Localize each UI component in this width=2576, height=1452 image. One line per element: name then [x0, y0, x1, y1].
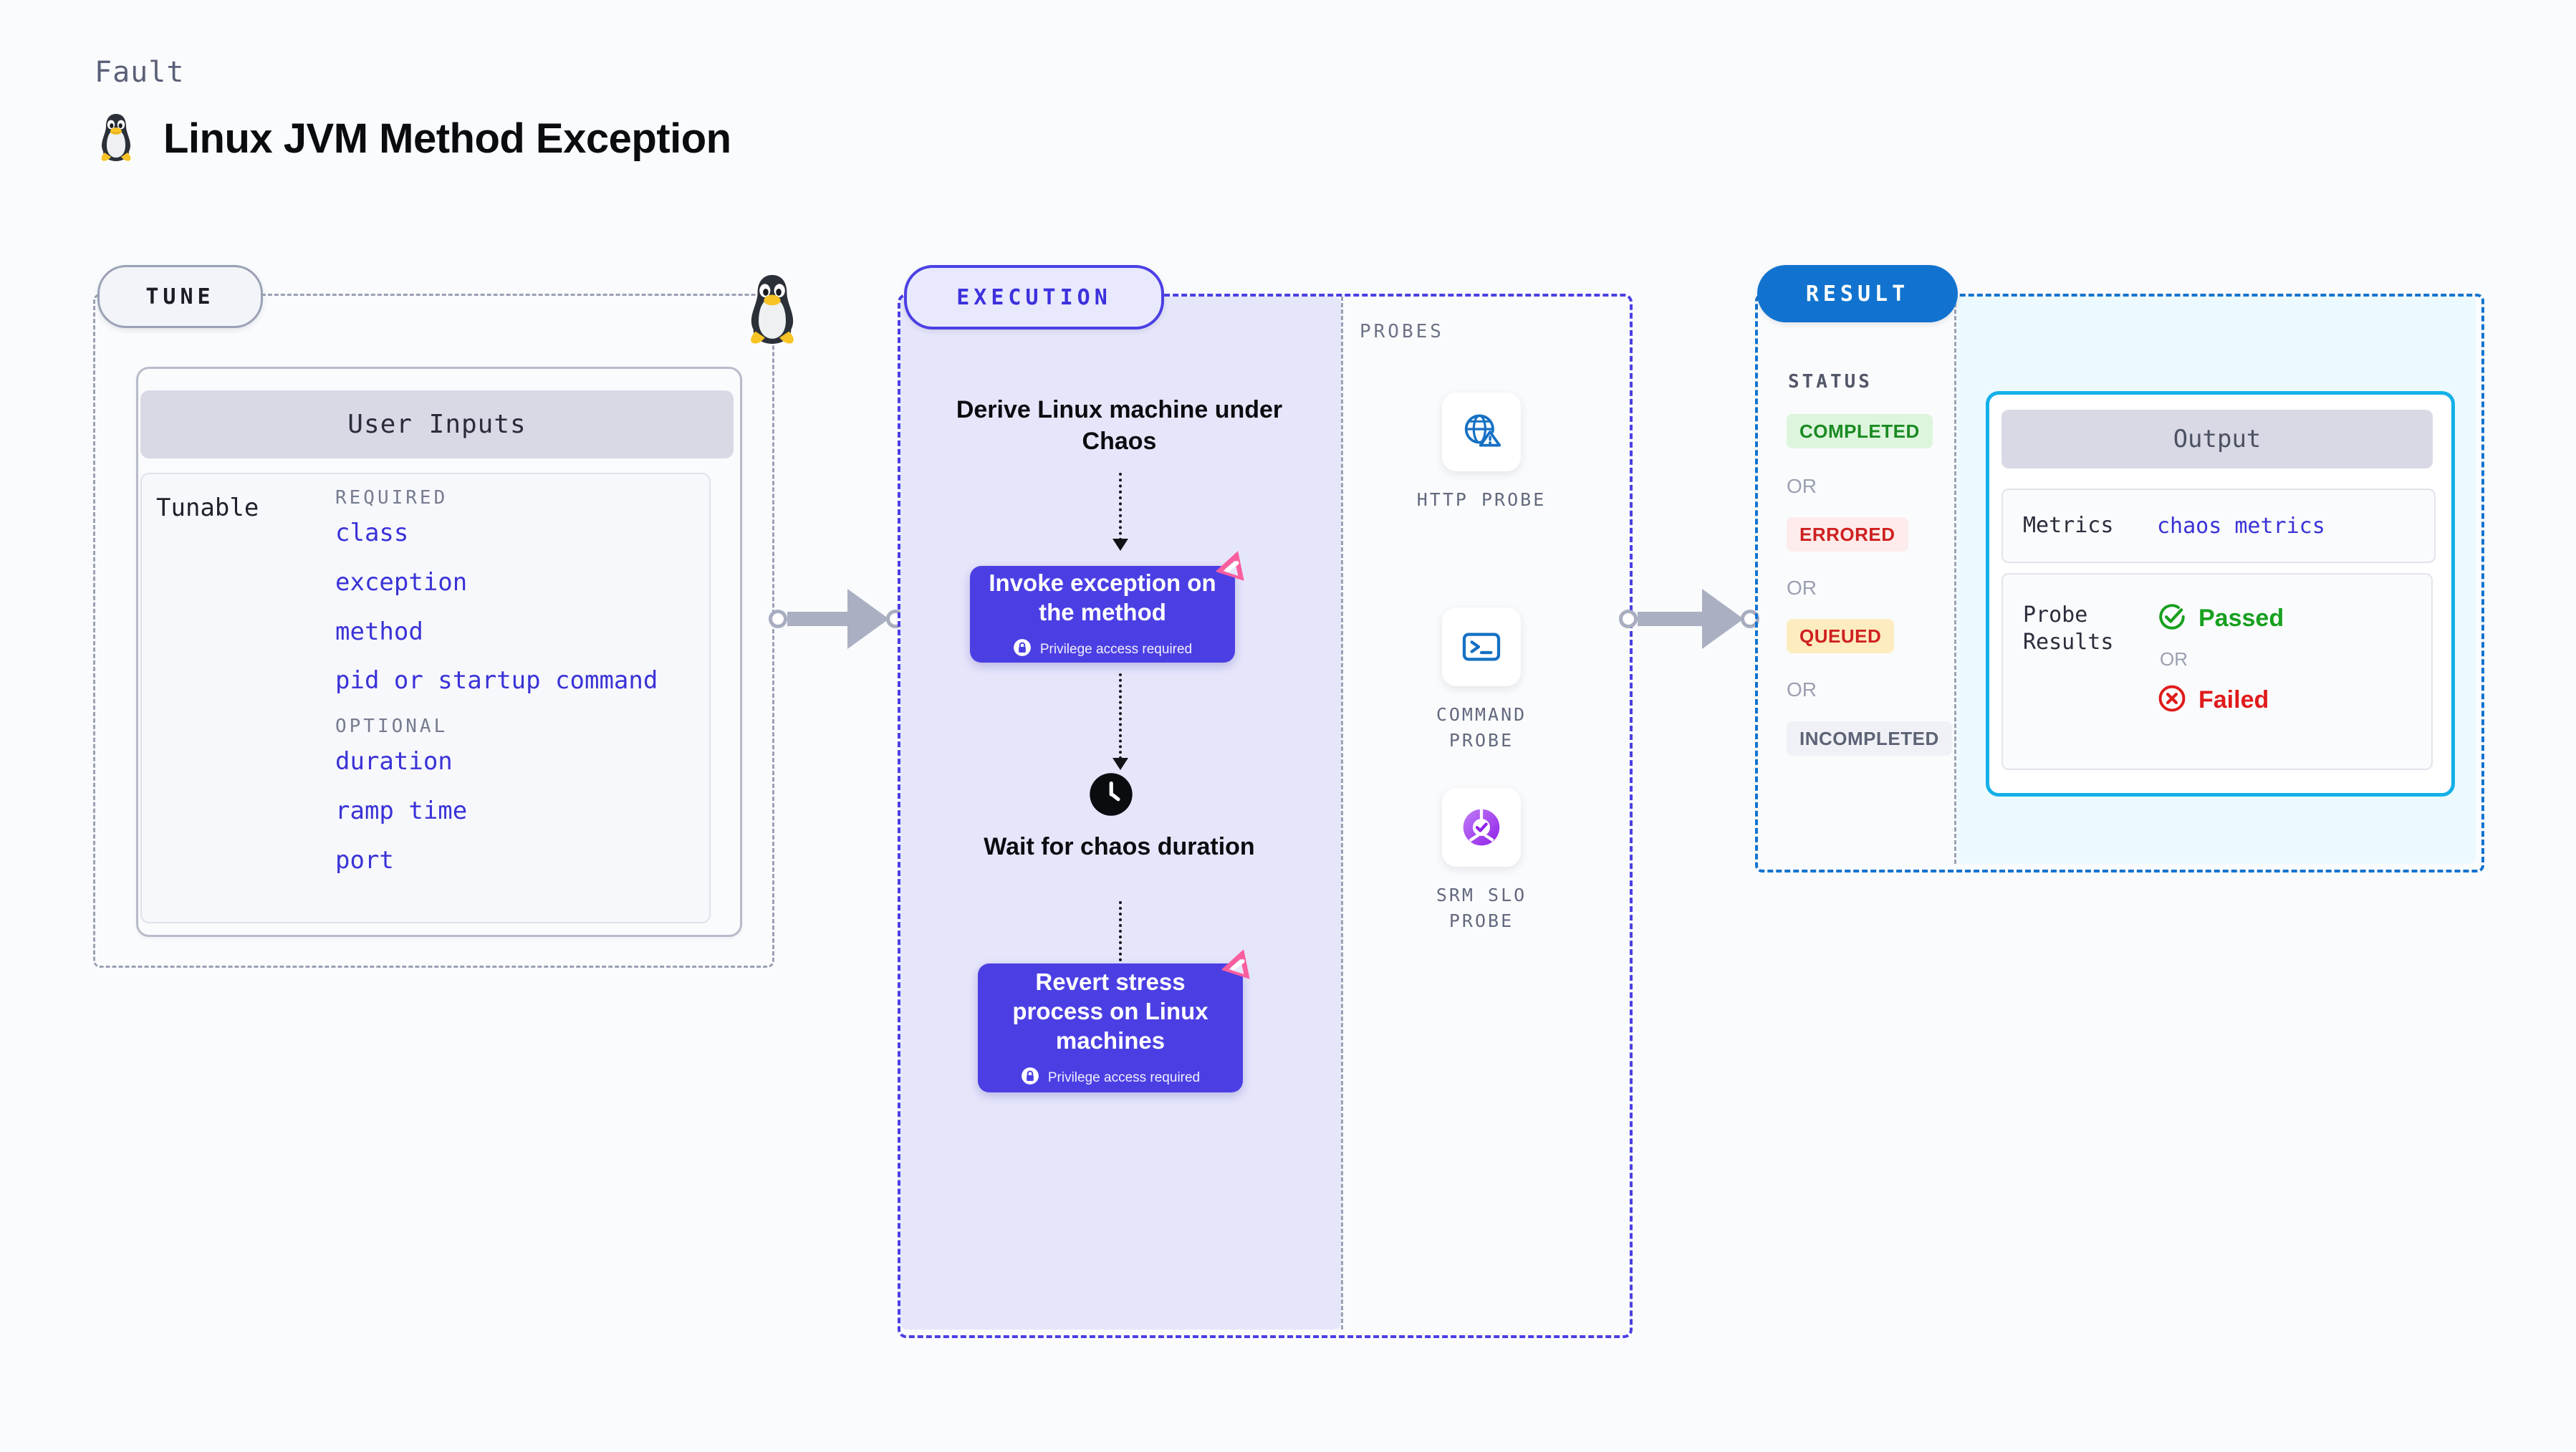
flow-line-1 — [1119, 473, 1122, 541]
metrics-row: Metrics chaos metrics — [2001, 489, 2436, 563]
status-column-divider — [1954, 297, 1956, 864]
verdict-passed: Passed — [2157, 602, 2284, 635]
metrics-key: Metrics — [2023, 513, 2114, 539]
check-circle-icon — [2157, 602, 2187, 635]
page-title: Linux JVM Method Exception — [163, 115, 731, 162]
verdict-failed-label: Failed — [2198, 686, 2269, 713]
probes-column-divider — [1341, 297, 1343, 1330]
x-circle-icon — [2157, 683, 2187, 717]
privilege-note: Privilege access required — [1047, 1069, 1201, 1085]
flow-arrowhead-2 — [1112, 758, 1128, 770]
tunable-box — [140, 473, 711, 923]
status-or-label: OR — [1787, 475, 1817, 497]
tunable-label: Tunable — [156, 494, 259, 522]
tunable-item[interactable]: class — [335, 519, 409, 547]
probe-caption: HTTP PROBE — [1416, 489, 1547, 510]
status-or-label: OR — [1787, 678, 1817, 701]
probe-item-srm-slo[interactable]: SRM SLO PROBE — [1399, 788, 1564, 935]
group-title-optional: OPTIONAL — [335, 716, 448, 738]
lock-icon — [1013, 638, 1032, 660]
tunable-item[interactable]: exception — [335, 567, 468, 597]
tune-region — [93, 294, 774, 968]
probe-caption: SRM SLO PROBE — [1436, 885, 1527, 932]
flow-arrowhead-1 — [1112, 539, 1128, 551]
connector-arrow-execution-to-result — [1619, 589, 1759, 649]
verdict-or-label: OR — [2160, 648, 2188, 670]
probe-verdicts: Passed OR Failed — [2157, 602, 2284, 717]
status-section-label: STATUS — [1788, 371, 1873, 393]
tux-penguin-icon — [95, 111, 138, 166]
page-title-row: Linux JVM Method Exception — [95, 111, 731, 166]
execution-step-title: Revert stress process on Linux machines — [1012, 968, 1208, 1054]
metrics-value-link[interactable]: chaos metrics — [2157, 513, 2325, 539]
execution-stage-badge[interactable]: EXECUTION — [904, 265, 1164, 330]
flow-line-2 — [1119, 673, 1122, 759]
probes-section-label: PROBES — [1360, 321, 1444, 342]
tunable-item[interactable]: duration — [335, 747, 453, 777]
tunable-item[interactable]: ramp time — [335, 796, 468, 825]
connector-arrow-tune-to-execution — [769, 589, 905, 649]
result-stage-badge[interactable]: RESULT — [1757, 265, 1958, 322]
tunable-item[interactable]: pid or startup command — [335, 666, 658, 696]
flow-line-3 — [1119, 901, 1122, 973]
verdict-passed-label: Passed — [2198, 605, 2284, 632]
privilege-row: Privilege access required — [1021, 1067, 1200, 1089]
probe-item-command[interactable]: COMMAND PROBE — [1399, 607, 1564, 754]
tux-penguin-connector-icon — [739, 271, 805, 346]
probe-item-http[interactable]: HTTP PROBE — [1399, 393, 1564, 513]
litmus-chaos-badge-icon — [1212, 546, 1254, 587]
tunable-item[interactable]: method — [335, 617, 423, 646]
privilege-note: Privilege access required — [1039, 641, 1193, 657]
globe-warning-icon — [1442, 393, 1521, 471]
verdict-failed: Failed — [2157, 683, 2284, 717]
slo-donut-check-icon — [1442, 788, 1521, 867]
execution-region — [898, 294, 1633, 1338]
terminal-icon — [1442, 607, 1521, 686]
status-badge-completed: COMPLETED — [1787, 414, 1933, 448]
clock-icon — [1089, 772, 1133, 817]
litmus-chaos-badge-icon — [1218, 944, 1259, 986]
group-title-required: REQUIRED — [335, 487, 448, 509]
probe-caption: COMMAND PROBE — [1436, 704, 1527, 751]
tune-stage-badge[interactable]: TUNE — [97, 265, 263, 328]
status-badge-incompleted: INCOMPLETED — [1787, 721, 1952, 756]
status-badge-errored: ERRORED — [1787, 517, 1908, 552]
connector-arrowhead — [1702, 589, 1744, 649]
fault-kicker-label: Fault — [95, 56, 185, 89]
tunable-list: REQUIRED class exception method pid or s… — [335, 487, 708, 895]
status-or-label: OR — [1787, 577, 1817, 599]
connector-dot — [1619, 610, 1638, 628]
status-badge-queued: QUEUED — [1787, 619, 1895, 653]
lock-icon — [1021, 1067, 1039, 1089]
execution-step-title: Invoke exception on the method — [989, 569, 1216, 625]
connector-arrowhead — [847, 589, 889, 649]
execution-step-card-invoke[interactable]: Invoke exception on the method Privilege… — [970, 566, 1235, 663]
tunable-item[interactable]: port — [335, 845, 394, 875]
wait-duration-text: Wait for chaos duration — [984, 833, 1255, 860]
output-header: Output — [2001, 410, 2433, 468]
connector-dot — [769, 610, 787, 628]
derive-machine-text: Derive Linux machine under Chaos — [956, 396, 1283, 456]
connector-shaft — [1638, 612, 1703, 626]
user-inputs-header: User Inputs — [140, 390, 734, 458]
connector-shaft — [787, 612, 849, 626]
result-region — [1755, 294, 2484, 872]
execution-step-card-revert[interactable]: Revert stress process on Linux machines … — [978, 963, 1243, 1092]
privilege-row: Privilege access required — [1013, 638, 1192, 660]
